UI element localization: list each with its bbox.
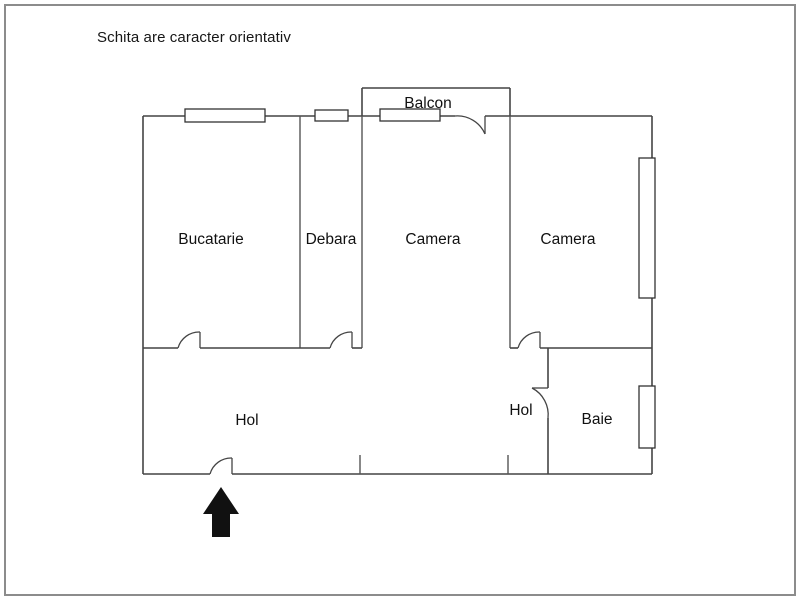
door-debara-hol [329,331,353,349]
room-labels: Bucatarie Debara Camera Camera Balcon Ho… [178,95,612,429]
window-baie [638,385,656,449]
room-label-camera-2: Camera [540,231,596,248]
windows [184,108,656,449]
doors [177,115,549,475]
page-frame [4,4,796,596]
room-label-bucatarie: Bucatarie [178,231,243,248]
window-balcon [379,108,441,122]
window-debara [314,109,349,122]
door-baie-hol [531,387,549,419]
outer-walls [142,115,653,475]
page-title: Schita are caracter orientativ [97,29,291,46]
room-label-hol-small: Hol [509,402,532,419]
arrow-up-icon [203,487,239,537]
room-label-debara: Debara [306,231,357,248]
door-entrance [209,457,233,475]
room-label-baie: Baie [581,411,612,428]
interior-walls [143,116,652,474]
entrance-arrow [203,487,239,537]
door-bucatarie-hol [177,331,201,349]
room-label-camera-1: Camera [405,231,461,248]
balcony-outline [361,87,511,116]
window-camera-2 [638,157,656,299]
door-balcon [454,115,486,135]
room-label-hol-main: Hol [235,412,258,429]
window-bucatarie [184,108,266,123]
room-label-balcon: Balcon [404,95,451,112]
door-camera-hol [517,331,541,349]
